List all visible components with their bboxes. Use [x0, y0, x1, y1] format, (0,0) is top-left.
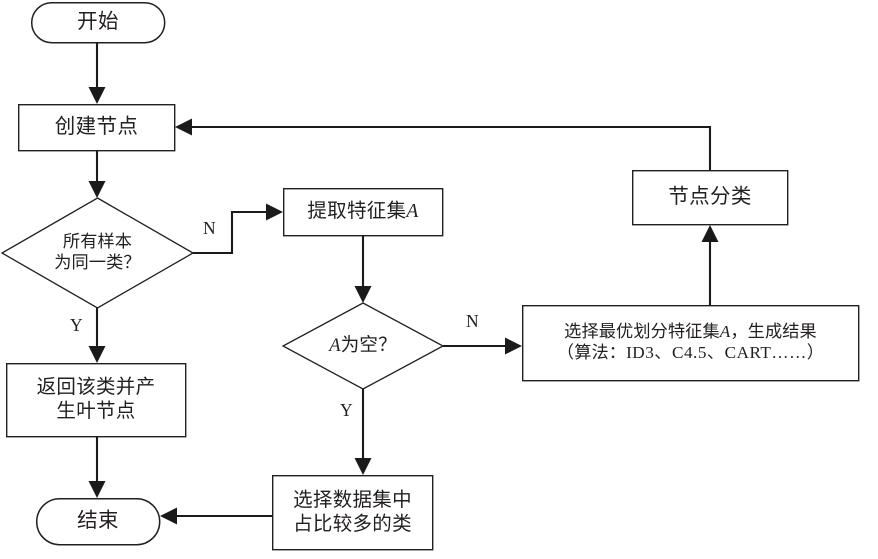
edge-all-same-class-yes-to-return-leaf: [88, 308, 106, 363]
node-is-a-empty-shape[interactable]: [281, 302, 445, 390]
node-best-split-shape[interactable]: [522, 305, 860, 382]
node-all-same-class-shape[interactable]: [0, 197, 195, 309]
node-return-class-leaf-shape[interactable]: [5, 363, 187, 438]
edge-is-a-empty-no-to-best-split: [443, 337, 522, 355]
edge-extract-to-is-a-empty: [354, 236, 372, 303]
edge-return-leaf-to-end: [88, 437, 106, 498]
node-create-node-shape[interactable]: [18, 103, 176, 152]
node-select-majority-class-shape[interactable]: [272, 475, 434, 551]
edge-node-classify-to-create-node: [175, 118, 712, 170]
node-end-shape[interactable]: [35, 497, 161, 546]
node-node-classify-shape[interactable]: [632, 169, 789, 226]
edge-all-same-class-no-to-extract: [193, 203, 283, 255]
node-extract-feature-set-shape[interactable]: [283, 187, 444, 237]
edge-start-to-create-node: [88, 43, 106, 104]
edge-create-node-to-all-same-class: [88, 151, 106, 198]
node-start-shape[interactable]: [30, 1, 166, 44]
edge-is-a-empty-yes-to-majority: [354, 389, 372, 475]
edge-best-split-to-node-classify: [701, 225, 719, 305]
edge-majority-to-end: [160, 507, 272, 525]
